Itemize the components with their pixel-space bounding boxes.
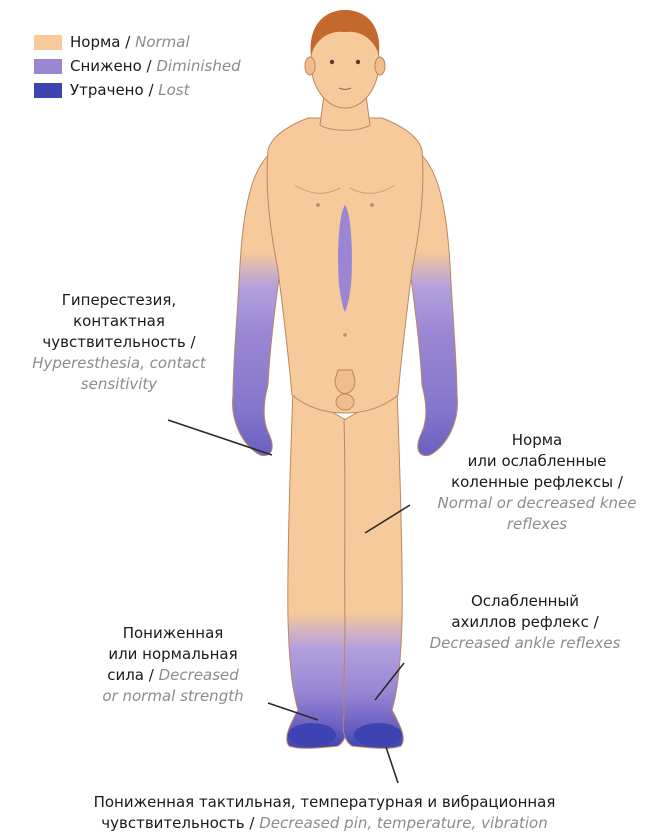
- legend-item-normal: Норма / Normal: [34, 30, 241, 54]
- legend-label-ru: Утрачено: [70, 78, 144, 102]
- label-ru-line: чувствительность /: [14, 332, 224, 353]
- legend-label-en: Diminished: [156, 54, 240, 78]
- label-hyperesthesia: Гиперестезия, контактная чувствительност…: [14, 290, 224, 395]
- legend-separator: /: [142, 54, 157, 78]
- label-ru-line: контактная: [14, 311, 224, 332]
- legend-separator: /: [121, 30, 136, 54]
- legend-label-en: Normal: [135, 30, 190, 54]
- label-ru-line: или нормальная: [68, 644, 278, 665]
- label-ru-line: Гиперестезия,: [14, 290, 224, 311]
- leader-sensation: [386, 747, 398, 783]
- label-ru-line: ахиллов рефлекс /: [425, 612, 625, 633]
- label-knee: Норма или ослабленные коленные рефлексы …: [437, 430, 637, 535]
- left-leg: [287, 390, 347, 748]
- label-ankle: Ослабленный ахиллов рефлекс / Decreased …: [425, 591, 625, 654]
- label-en-inline: Decreased: [159, 666, 239, 684]
- label-ru-line: Пониженная тактильная, температурная и в…: [10, 792, 639, 813]
- legend-label-ru: Снижено: [70, 54, 142, 78]
- label-strength: Пониженная или нормальная сила / Decreas…: [68, 623, 278, 707]
- label-ru-line: коленные рефлексы /: [437, 472, 637, 493]
- label-en-line: Decreased ankle: [430, 634, 556, 652]
- legend-swatch: [34, 83, 62, 98]
- legend-label-en: Lost: [158, 78, 189, 102]
- legend-swatch: [34, 59, 62, 74]
- legend-item-diminished: Снижено / Diminished: [34, 54, 241, 78]
- label-en-line: Normal or decreased: [437, 494, 595, 512]
- label-en-inline: Decreased pin, temperature, vibration: [259, 814, 548, 832]
- label-ru-line: Норма: [437, 430, 637, 451]
- label-sensation: Пониженная тактильная, температурная и в…: [10, 792, 639, 834]
- label-ru-inline: чувствительность /: [101, 814, 254, 832]
- legend-label-ru: Норма: [70, 30, 121, 54]
- label-en-line: reflexes: [560, 634, 620, 652]
- label-ru-line: Ослабленный: [425, 591, 625, 612]
- legend: Норма / Normal Снижено / Diminished Утра…: [34, 30, 241, 102]
- label-ru-line: Пониженная: [68, 623, 278, 644]
- label-ru-inline: сила /: [107, 666, 154, 684]
- legend-swatch: [34, 35, 62, 50]
- label-en-line: Hyperesthesia,: [32, 354, 145, 372]
- label-en-line: or normal strength: [102, 687, 243, 705]
- legend-item-lost: Утрачено / Lost: [34, 78, 241, 102]
- label-ru-line: или ослабленные: [437, 451, 637, 472]
- legend-separator: /: [144, 78, 159, 102]
- right-leg: [343, 390, 403, 748]
